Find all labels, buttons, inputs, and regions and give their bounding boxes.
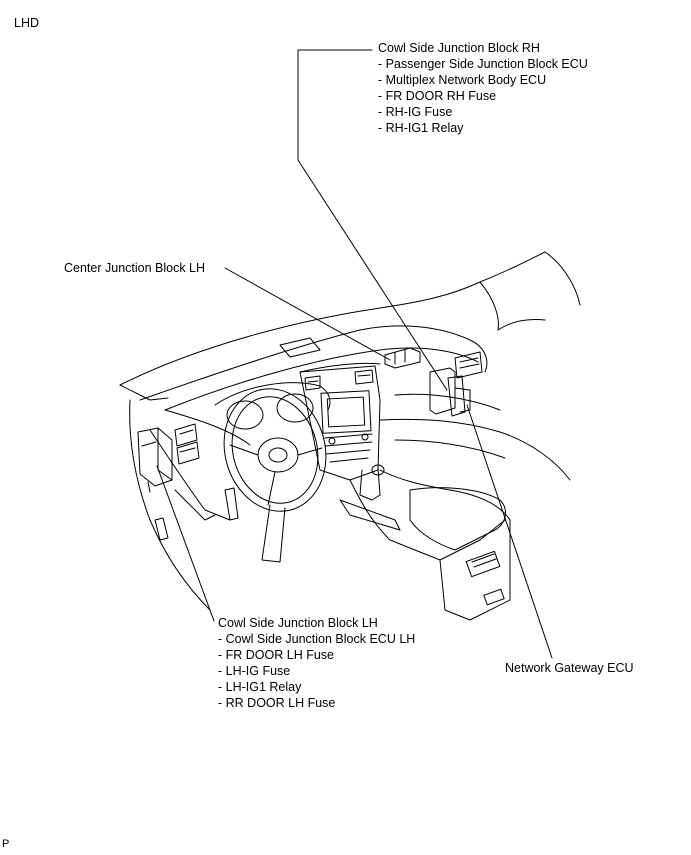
list-item: RR DOOR LH Fuse (218, 695, 415, 711)
list-item: FR DOOR RH Fuse (378, 88, 588, 104)
passenger-vent (454, 351, 483, 379)
center-console (339, 464, 511, 621)
list-item: Cowl Side Junction Block ECU LH (218, 631, 416, 647)
kick-panel (129, 399, 211, 611)
cowl-rh-title: Cowl Side Junction Block RH (378, 41, 540, 55)
lhd-label: LHD (14, 16, 40, 30)
dash-top (139, 325, 488, 401)
network-gateway-ecu-label: Network Gateway ECU (505, 661, 634, 675)
center-junction-block-lh-part (384, 347, 421, 369)
leader-gateway (466, 404, 553, 659)
list-item: FR DOOR LH Fuse (218, 647, 415, 663)
list-item: LH-IG1 Relay (218, 679, 415, 695)
leader-center-lh (224, 267, 391, 361)
roof-pillar-right (479, 251, 581, 331)
list-item: RH-IG1 Relay (378, 120, 588, 136)
defrost-vent (279, 337, 321, 358)
cowl-lh-title: Cowl Side Junction Block LH (218, 616, 378, 630)
leader-cowl-lh (156, 465, 215, 622)
dash-lower-right (379, 418, 571, 481)
windshield-edge (119, 251, 546, 386)
cowl-rh-items: Passenger Side Junction Block ECU Multip… (378, 56, 588, 136)
dash-lower-line (394, 439, 506, 459)
dash-lower-left (149, 429, 231, 521)
glovebox-line (394, 393, 501, 411)
steering-column (261, 504, 286, 563)
gauge-left (226, 400, 264, 430)
center-junction-block-lh-label: Center Junction Block LH (64, 261, 206, 275)
list-item: Multiplex Network Body ECU (378, 72, 588, 88)
list-item: Passenger Side Junction Block ECU (378, 56, 588, 72)
leader-cowl-rh (297, 49, 448, 391)
leader-lines (156, 49, 553, 659)
center-stack (299, 365, 381, 481)
pedal-right (154, 517, 169, 541)
cowl-side-junction-block-rh-part (429, 367, 471, 417)
dash-front-line (164, 362, 381, 446)
list-item: RH-IG Fuse (378, 104, 588, 120)
driver-footwell (174, 489, 216, 521)
figure-code: P (2, 838, 10, 850)
cowl-lh-items: Cowl Side Junction Block ECU LH FR DOOR … (218, 631, 416, 711)
list-item: LH-IG Fuse (218, 663, 415, 679)
gauge-right (276, 393, 314, 423)
gauge-hood (214, 382, 331, 411)
dash-top-inner (164, 347, 479, 411)
a-pillar-left (119, 384, 169, 401)
pedal-left (224, 487, 239, 521)
steering-wheel (223, 388, 327, 512)
left-vents (174, 423, 200, 465)
